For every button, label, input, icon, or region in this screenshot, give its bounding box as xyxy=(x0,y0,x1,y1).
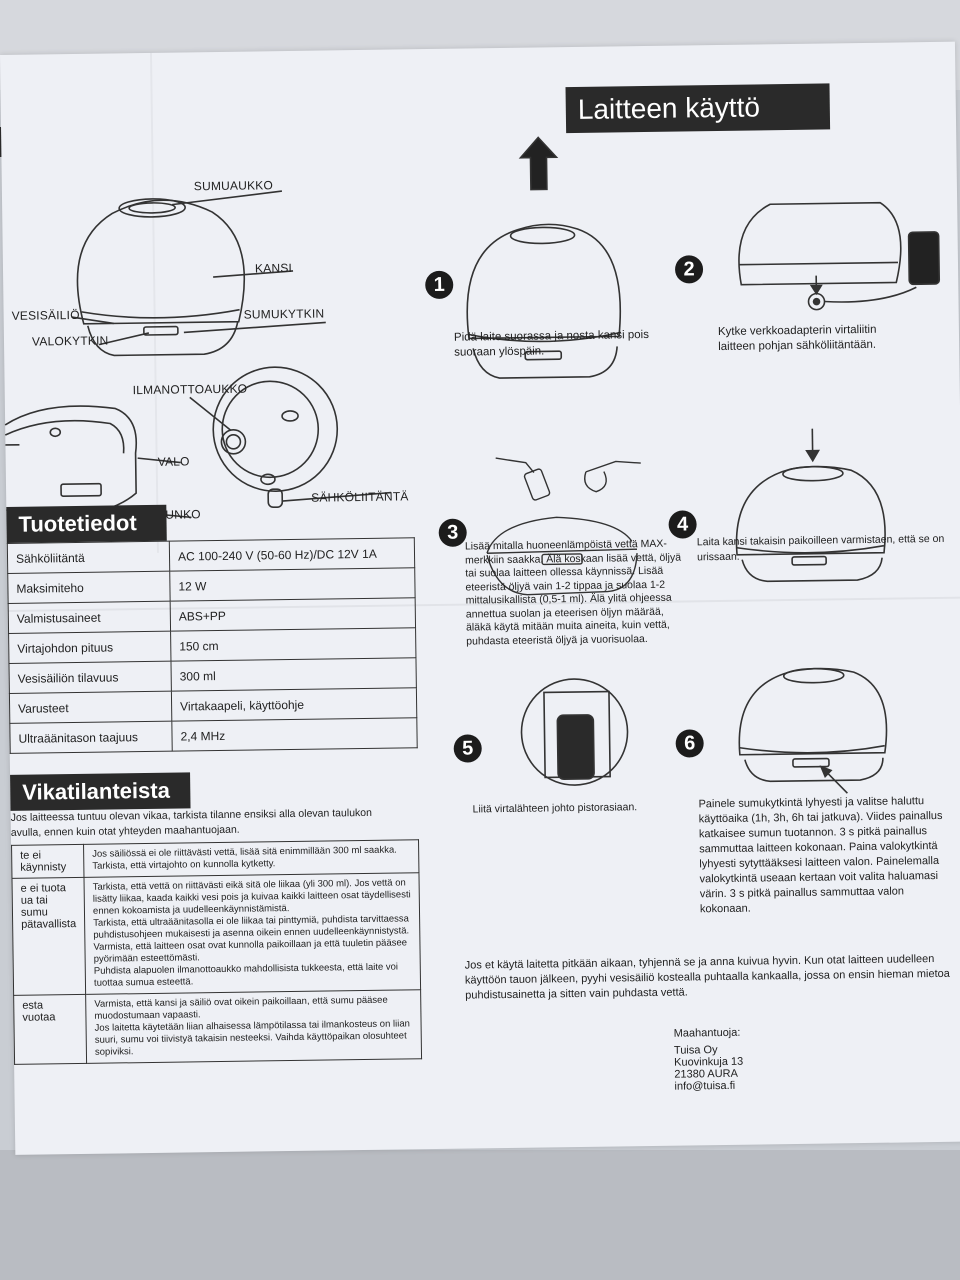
step-1-text: Pidä laite suorassa ja nosta kansi pois … xyxy=(453,328,650,359)
step-6-number: 6 xyxy=(675,729,704,758)
step-6-illustration xyxy=(738,667,888,794)
specs-title: Tuotetiedot xyxy=(6,504,167,543)
fault-problem-line: ua tai sumu xyxy=(20,894,48,919)
label-kansi: KANSI xyxy=(254,260,293,276)
step-4-text: Laita kansi takaisin paikoilleen varmist… xyxy=(696,532,945,564)
spec-value: 2,4 MHz xyxy=(171,717,418,752)
label-valokytkin: VALOKYTKIN xyxy=(31,333,109,349)
spec-value: 150 cm xyxy=(170,627,416,662)
spec-value: AC 100-240 V (50-60 Hz)/DC 12V 1A xyxy=(169,537,415,572)
step-1-illustration xyxy=(466,136,622,379)
fault-solution: Jos säiliössä ei ole riittävästi vettä, … xyxy=(83,839,419,878)
step-2-illustration xyxy=(738,201,941,311)
step-3-number: 3 xyxy=(438,518,467,547)
step-2-number: 2 xyxy=(674,255,704,284)
spec-key: Ultraäänitason taajuus xyxy=(9,721,173,754)
label-sumukytkin: SUMUKYTKIN xyxy=(243,306,325,322)
fault-solution-line: Jos laitetta käytetään liian alhaisessa … xyxy=(94,1018,410,1058)
step-5-text: Liitä virtalähteen johto pistorasiaan. xyxy=(472,801,638,816)
wall-background-bottom xyxy=(0,1150,960,1280)
faults-title: Vikatilanteista xyxy=(10,772,191,811)
step-2-text: Kytke verkkoadapterin virtaliitin laitte… xyxy=(717,323,877,354)
label-vesisailio: VESISÄILIÖ xyxy=(11,307,80,323)
fault-problem: esta vuotaa xyxy=(13,994,87,1065)
label-ilmanottoaukko: ILMANOTTOAUKKO xyxy=(132,381,248,398)
fault-solution: Tarkista, että vettä on riittävästi eikä… xyxy=(84,872,421,995)
fault-problem-line: esta vuotaa xyxy=(22,999,56,1024)
label-sumuaukko: SUMUAUKKO xyxy=(193,178,274,194)
step-1-number: 1 xyxy=(425,270,454,300)
step-5-illustration xyxy=(520,678,629,786)
instruction-sheet: SUMUAUKKO KANSI VESISÄILIÖ SUMUKYTKIN VA… xyxy=(0,41,960,1155)
spec-value: 12 W xyxy=(169,567,416,602)
storage-note: Jos et käytä laitetta pitkään aikaan, ty… xyxy=(464,953,950,1002)
spec-value: ABS+PP xyxy=(170,597,416,632)
usage-title: Laitteen käyttö xyxy=(565,83,831,134)
spec-key: Virtajohdon pituus xyxy=(8,631,171,664)
step-4-number: 4 xyxy=(668,510,697,539)
fault-solution-line: Puhdista alapuolen ilmanottoaukko mahdol… xyxy=(93,961,399,989)
spec-key: Vesisäiliön tilavuus xyxy=(8,661,172,694)
spec-key: Sähköliitäntä xyxy=(7,541,170,574)
fault-solution: Varmista, että kansi ja säiliö ovat oike… xyxy=(85,989,422,1064)
importer-contact: Maahantuoja: Tuisa Oy Kuovinkuja 13 2138… xyxy=(674,1025,875,1093)
fault-problem: te ei käynnisty xyxy=(11,844,85,879)
step-3-illustration xyxy=(486,457,641,596)
step-5-number: 5 xyxy=(453,734,482,763)
spec-value: Virtakaapeli, käyttöohje xyxy=(171,687,417,722)
spec-key: Varusteet xyxy=(9,691,172,724)
fault-solution-line: Tarkista, että vettä on riittävästi eikä… xyxy=(92,877,411,917)
spec-value: 300 ml xyxy=(170,657,417,692)
step-6-text: Painele sumukytkintä lyhyesti ja valitse… xyxy=(698,795,943,916)
label-valo: VALO xyxy=(157,454,190,469)
device-parts-diagram xyxy=(4,190,392,519)
faults-table: te ei käynnisty Jos säiliössä ei ole riit… xyxy=(11,839,422,1065)
step-4-illustration xyxy=(735,428,886,583)
importer-heading: Maahantuoja: xyxy=(673,1026,741,1040)
fault-row: esta vuotaa Varmista, että kansi ja säili… xyxy=(13,989,422,1065)
fault-problem-line: pätavallista xyxy=(21,918,77,931)
label-sahkoliitanta: SÄHKÖLIITÄNTÄ xyxy=(311,489,409,505)
importer-line-4: info@tuisa.fi xyxy=(674,1079,736,1093)
fault-problem-line: te ei käynnisty xyxy=(20,849,67,874)
spec-key: Maksimiteho xyxy=(7,571,171,604)
step-3-text: Lisää mitalla huoneenlämpöistä vettä MAX… xyxy=(464,537,682,648)
spec-key: Valmistusaineet xyxy=(8,601,171,634)
fault-problem-line: e ei tuota xyxy=(20,882,66,895)
